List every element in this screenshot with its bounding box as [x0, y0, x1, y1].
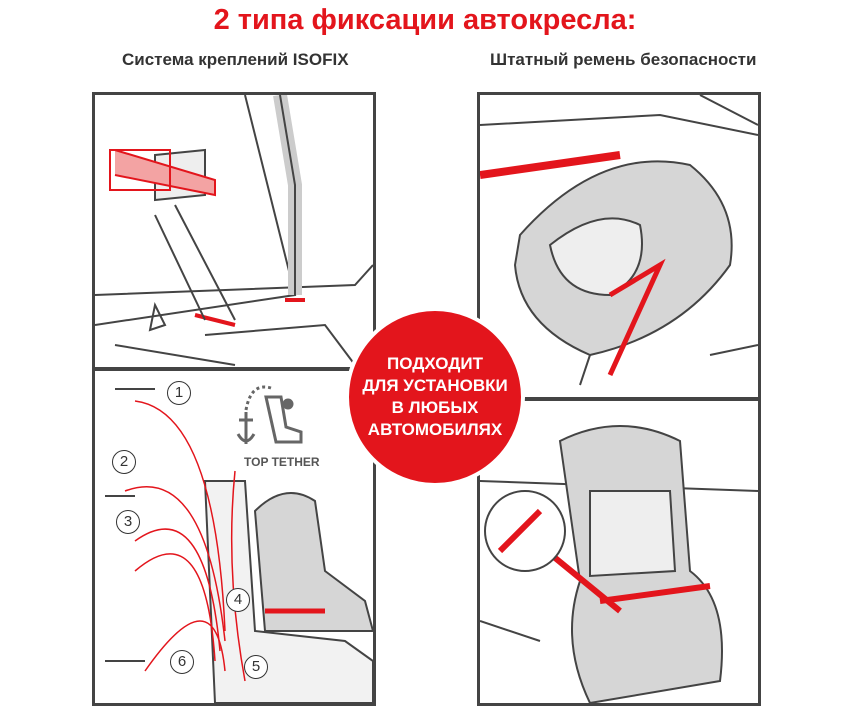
step-4-marker: 4 [226, 588, 250, 612]
isofix-heading: Система креплений ISOFIX [122, 50, 349, 69]
seatbelt-infant-seat-illustration [477, 92, 761, 400]
badge-line: АВТОМОБИЛЯХ [367, 420, 503, 439]
seatbelt-heading: Штатный ремень безопасности [490, 50, 757, 69]
isofix-top-tether-illustration [92, 368, 376, 706]
page-title: 2 типа фиксации автокресла: [213, 4, 637, 36]
step-6-marker: 6 [170, 650, 194, 674]
isofix-anchors-illustration [92, 92, 376, 370]
badge-line: ДЛЯ УСТАНОВКИ [362, 376, 508, 395]
top-tether-icon [236, 385, 303, 444]
step-3-marker: 3 [116, 510, 140, 534]
seatbelt-booster-seat-illustration [477, 398, 761, 706]
step-1-marker: 1 [167, 381, 191, 405]
badge-line: В ЛЮБЫХ [391, 398, 479, 417]
universal-fit-badge: ПОДХОДИТ ДЛЯ УСТАНОВКИ В ЛЮБЫХ АВТОМОБИЛ… [345, 307, 525, 487]
badge-line: ПОДХОДИТ [387, 354, 483, 373]
top-tether-label: TOP TETHER [244, 455, 320, 469]
step-5-marker: 5 [244, 655, 268, 679]
step-2-marker: 2 [112, 450, 136, 474]
